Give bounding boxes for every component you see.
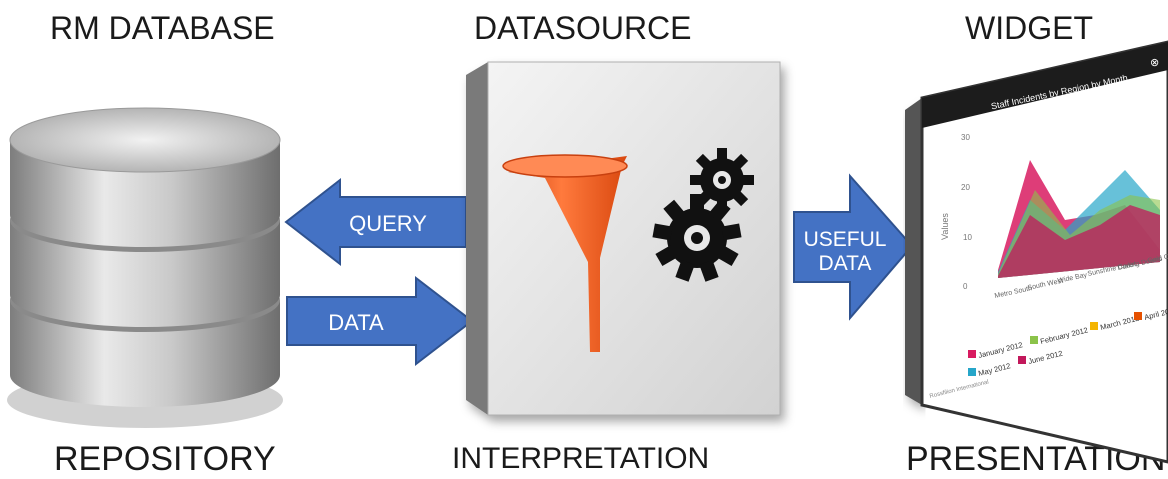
ytick-0: 0: [963, 282, 968, 291]
gears-icon: [652, 148, 754, 282]
useful-label-line2: DATA: [819, 252, 872, 275]
heading-repository: REPOSITORY: [54, 440, 276, 478]
heading-widget: WIDGET: [965, 10, 1093, 46]
database-icon: [7, 107, 283, 428]
heading-interpretation: INTERPRETATION: [452, 442, 710, 475]
widget-close-icon: ⊗: [1150, 57, 1159, 69]
widget-screen: Staff Incidents by Region by Month ⊗ Val…: [905, 40, 1168, 464]
heading-rm-database: RM DATABASE: [50, 10, 275, 46]
chart-ylabel: Values: [940, 213, 950, 240]
series-june: [998, 205, 1160, 278]
ytick-1: 10: [963, 233, 972, 242]
data-label: DATA: [328, 310, 384, 335]
ytick-2: 20: [961, 183, 970, 192]
funnel-icon: [502, 154, 628, 352]
query-label: QUERY: [349, 211, 427, 236]
widget-chart: Values 0 10 20 30 Metro South South West…: [940, 133, 1168, 300]
query-arrow: QUERY: [284, 177, 467, 267]
useful-data-arrow: USEFUL DATA: [793, 173, 914, 321]
data-arrow: DATA: [286, 275, 474, 367]
heading-datasource: DATASOURCE: [474, 10, 692, 46]
useful-label-line1: USEFUL: [804, 228, 887, 251]
datasource-box: [466, 61, 781, 416]
ytick-3: 30: [961, 133, 970, 142]
